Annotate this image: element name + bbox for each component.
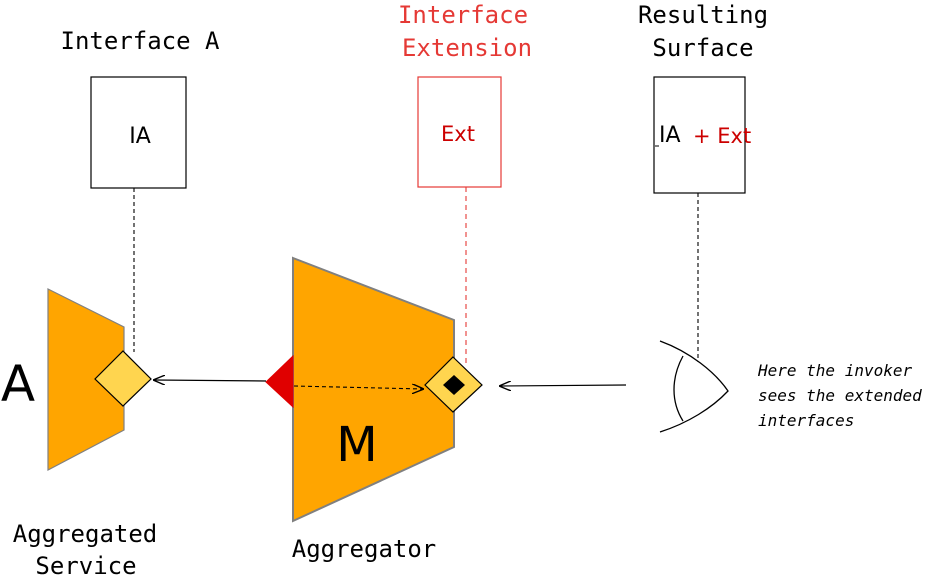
eye-icon [659, 340, 729, 433]
invoker-note-line2: sees the extended [758, 386, 922, 405]
resulting-surface-header-line1: Resulting [638, 1, 768, 29]
aggregated-service-label-line1: Aggregated [13, 520, 158, 548]
interface-a-box [90, 76, 187, 189]
aggregated-service-letter: A [1, 355, 35, 413]
interface-a-header: Interface A [61, 27, 220, 55]
invoker-note-line1: Here the invoker [757, 361, 912, 380]
interface-extension-header-line2: Extension [402, 34, 532, 62]
aggregator-letter: M [336, 417, 377, 473]
resulting-surface-header-line2: Surface [652, 34, 753, 62]
resulting-surface-ia-label: IA [659, 123, 681, 148]
internal-forward-arrow [293, 386, 423, 389]
invoker-note-line3: interfaces [758, 411, 854, 430]
extension-box-label: Ext [441, 122, 475, 146]
invoker-call-arrow [500, 385, 627, 386]
interface-a-port [94, 350, 152, 407]
required-interface-marker [265, 354, 294, 409]
aggregator-label: Aggregator [292, 535, 437, 563]
aggregated-service-label-line2: Service [35, 552, 136, 579]
interface-a-box-label: IA [129, 124, 151, 149]
extended-interface-inner-diamond [443, 375, 465, 395]
delegation-arrow [154, 380, 267, 381]
aggregated-service-shape [47, 288, 125, 471]
aggregator-shape [292, 256, 455, 523]
interface-extension-header-line1: Interface [398, 1, 528, 29]
resulting-surface-box [653, 76, 746, 194]
extension-box [417, 76, 502, 188]
resulting-surface-ext-label: + Ext [693, 124, 751, 148]
